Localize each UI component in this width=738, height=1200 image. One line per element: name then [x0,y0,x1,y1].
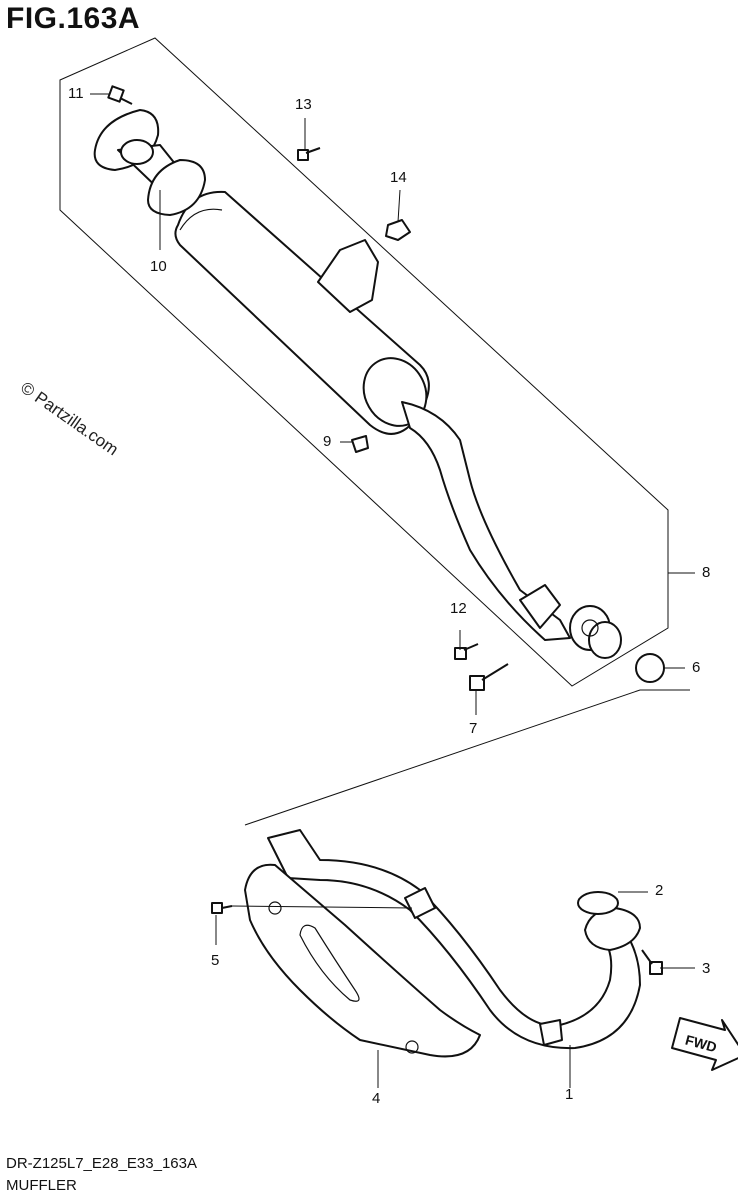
bolt-12 [454,643,479,660]
bolt-3 [641,949,663,975]
callout-10: 10 [150,258,167,275]
pipe-joint [569,605,622,659]
bolt-9 [351,435,369,453]
gasket-6 [635,653,665,683]
leader-lines [90,93,695,1088]
bolt-5 [211,902,233,914]
bolt-7 [469,663,509,691]
figure-code: DR-Z125L7_E28_E33_163A [6,1155,197,1172]
callout-2: 2 [655,882,664,899]
bolt-13 [297,147,321,161]
callout-14: 14 [390,169,407,186]
gasket-2 [577,891,619,915]
callout-6: 6 [692,659,701,676]
callout-1: 1 [565,1086,574,1103]
callout-5: 5 [211,952,220,969]
fwd-arrow: FWD [671,1017,738,1071]
callout-12: 12 [450,600,467,617]
bolt-11 [107,85,133,105]
callout-7: 7 [469,720,478,737]
pipe-clamp-upper [404,887,436,919]
heat-shield [244,863,481,1058]
figure-name: MUFFLER [6,1177,77,1194]
fwd-label: FWD [684,1032,719,1056]
callout-8: 8 [702,564,711,581]
muffler-bracket [317,239,379,313]
callout-3: 3 [702,960,711,977]
muffler-outlet-flange [93,109,206,216]
assembly-frame [59,37,669,687]
callout-13: 13 [295,96,312,113]
callout-9: 9 [323,433,332,450]
callout-4: 4 [372,1090,381,1107]
nut-14 [385,219,411,241]
figure-title: FIG.163A [6,2,141,35]
tail-pipe [401,401,571,641]
lower-frame-line [244,689,690,826]
pipe-clamp-lower [539,1019,563,1046]
callout-11: 11 [68,85,84,102]
tail-pipe-clamp [519,584,561,629]
